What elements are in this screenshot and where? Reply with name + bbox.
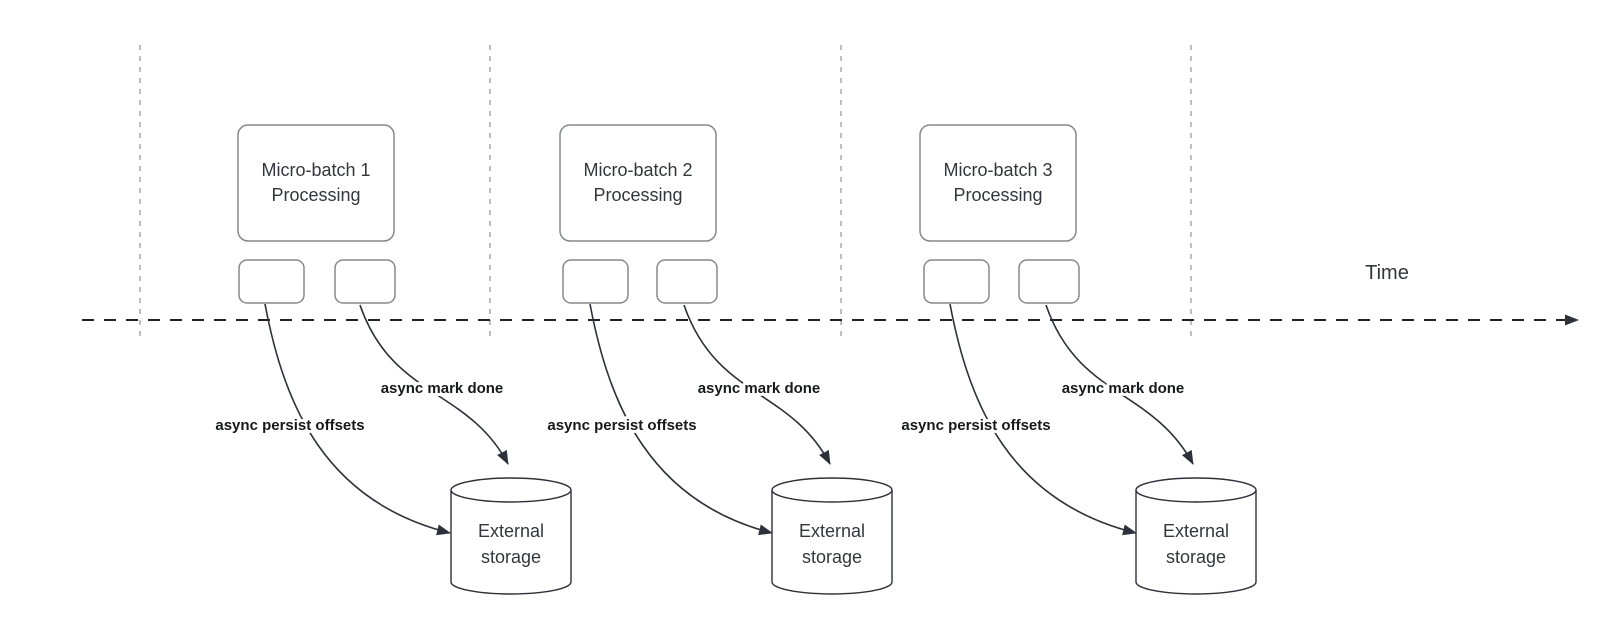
- batch-3-mark-done-arrow: [1045, 304, 1194, 465]
- batch-2-mark-done-arrow: [683, 304, 831, 465]
- batch-2-task-rect-right: [656, 259, 718, 304]
- batch-3-task-rect-right: [1018, 259, 1080, 304]
- batch-1-persist-offsets-label: async persist offsets: [215, 417, 364, 434]
- time-axis-label: Time: [1365, 262, 1409, 284]
- batch-1-persist-offsets-arrow: [264, 303, 451, 536]
- batch-2-storage-label-line2: storage: [802, 547, 862, 567]
- micro-batch-2-title-line2: Processing: [593, 185, 682, 205]
- batch-1-mark-done-label: async mark done: [381, 380, 504, 397]
- batch-3-mark-done-label: async mark done: [1062, 380, 1185, 397]
- batch-2-group: Micro-batch 2 Processing External storag…: [544, 124, 893, 595]
- batch-1-group: Micro-batch 1 Processing External storag…: [212, 124, 572, 595]
- batch-2-storage-label-line1: External: [799, 521, 865, 541]
- batch-1-storage-cylinder-top: [450, 477, 572, 503]
- batch-1-mark-done-arrow: [359, 304, 509, 465]
- batch-2-storage-cylinder-top: [771, 477, 893, 503]
- batch-3-storage-cylinder-body: [1135, 490, 1257, 595]
- batch-1-storage-cylinder-body: [450, 490, 572, 595]
- micro-batch-1-title-line2: Processing: [271, 185, 360, 205]
- micro-batch-3-box: [919, 124, 1077, 242]
- batch-3-group: Micro-batch 3 Processing External storag…: [898, 124, 1257, 595]
- batch-2-persist-offsets-label: async persist offsets: [547, 417, 696, 434]
- batch-3-persist-offsets-label: async persist offsets: [901, 417, 1050, 434]
- micro-batch-3-title-line2: Processing: [953, 185, 1042, 205]
- micro-batch-2-title-line1: Micro-batch 2: [583, 160, 692, 180]
- batch-1-task-rect-right: [334, 259, 396, 304]
- batch-2-persist-offsets-arrow: [589, 303, 773, 536]
- batch-2-task-rect-left: [562, 259, 629, 304]
- batch-1-task-rect-left: [238, 259, 305, 304]
- batch-1-storage-label-line2: storage: [481, 547, 541, 567]
- batch-3-storage-label-line1: External: [1163, 521, 1229, 541]
- batch-1-storage-label-line1: External: [478, 521, 544, 541]
- batch-3-task-rect-left: [923, 259, 990, 304]
- batch-2-storage-cylinder-body: [771, 490, 893, 595]
- batch-2-mark-done-label: async mark done: [698, 380, 821, 397]
- micro-batch-2-box: [559, 124, 717, 242]
- batch-3-persist-offsets-arrow: [949, 303, 1137, 536]
- micro-batch-3-title-line1: Micro-batch 3: [943, 160, 1052, 180]
- micro-batch-1-title-line1: Micro-batch 1: [261, 160, 370, 180]
- micro-batch-1-box: [237, 124, 395, 242]
- batch-3-storage-cylinder-top: [1135, 477, 1257, 503]
- batch-3-storage-label-line2: storage: [1166, 547, 1226, 567]
